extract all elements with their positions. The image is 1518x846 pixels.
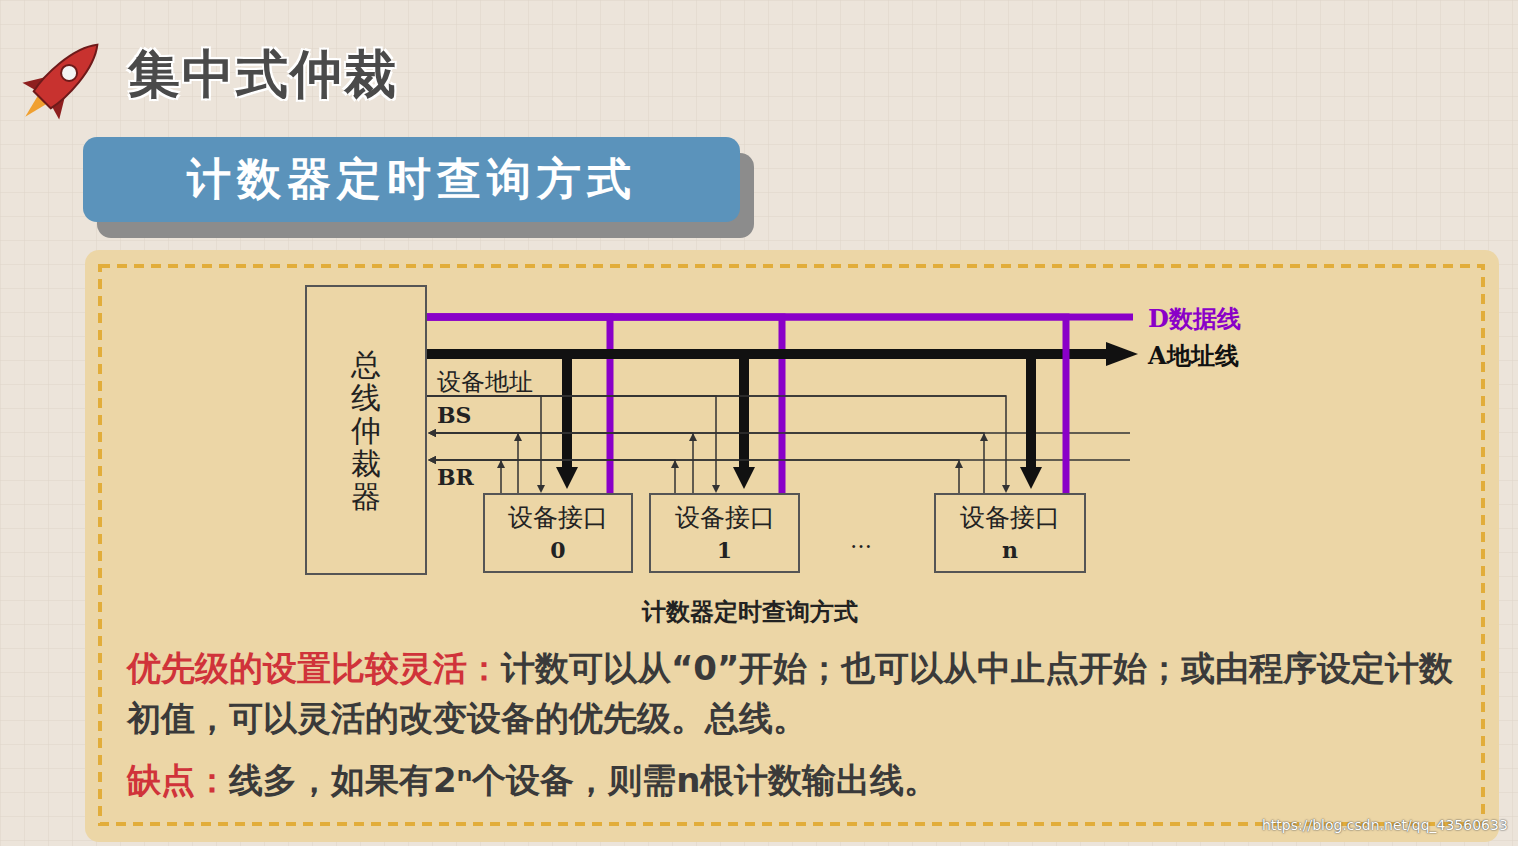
layout-shape — [427, 349, 1110, 359]
layout-shape — [514, 433, 522, 441]
device-number: 0 — [550, 535, 565, 566]
arbiter-box: 总线仲裁器 — [305, 285, 427, 575]
layout-shape — [980, 433, 988, 441]
signal-name: BR — [437, 464, 474, 490]
note-paragraph: 缺点：线多，如果有2ⁿ个设备，则需n根计数输出线。 — [127, 755, 1477, 805]
data-bus-connector — [427, 317, 1066, 493]
ellipsis-mark: … — [850, 528, 872, 553]
rocket-icon — [7, 26, 116, 135]
bus-name: D数据线 — [1148, 303, 1241, 335]
device-interface-box: 设备接口1 — [649, 493, 800, 573]
bus-name: A地址线 — [1148, 340, 1239, 372]
note-heading: 缺点： — [127, 760, 229, 800]
node-label: 设备接口 — [508, 500, 608, 535]
layout-shape — [429, 459, 1130, 461]
layout-shape — [955, 460, 963, 468]
bus-request-connector — [436, 460, 959, 493]
bus-busy-connector — [436, 433, 984, 493]
note-paragraph: 优先级的设置比较灵活：计数可以从“0”开始；也可以从中止点开始；或由程序设定计数… — [127, 643, 1477, 743]
slide-title: 集中式仲裁 — [128, 40, 398, 110]
figure-caption: 计数器定时查询方式 — [642, 596, 858, 628]
data-bus-connector — [427, 317, 610, 493]
device-address-connector — [427, 396, 1006, 485]
node-label: 设备接口 — [675, 500, 775, 535]
device-number: n — [1002, 535, 1018, 566]
layout-shape — [32, 35, 107, 110]
data-bus-connector — [427, 317, 782, 493]
address-bus-connector — [427, 354, 1031, 467]
bus-lines — [427, 317, 1138, 460]
watermark: https://blog.csdn.net/qq_43560633 — [1262, 817, 1508, 833]
layout-shape — [1106, 342, 1138, 366]
dashed-border — [100, 266, 1483, 824]
layout-shape — [497, 460, 505, 468]
bus-request-connector — [436, 460, 675, 493]
node-label: 总线仲裁器 — [351, 348, 381, 513]
device-interface-box: 设备接口0 — [483, 493, 633, 573]
bus-busy-connector — [436, 433, 693, 493]
layout-shape — [427, 317, 1066, 493]
layout-shape — [427, 314, 1133, 321]
address-bus-connector — [427, 354, 567, 467]
section-banner: 计数器定时查询方式 — [83, 137, 740, 222]
device-interface-box: 设备接口n — [934, 493, 1086, 573]
address-bus-connector — [427, 354, 744, 467]
note-text: 线多，如果有2ⁿ个设备，则需n根计数输出线。 — [229, 760, 938, 800]
content-panel — [85, 250, 1499, 842]
device-number: 1 — [717, 535, 732, 566]
node-label: 设备接口 — [960, 500, 1060, 535]
layout-shape — [671, 460, 679, 468]
bus-request-connector — [436, 460, 501, 493]
node-label: 计数器定时查询方式 — [187, 150, 637, 209]
layout-shape — [689, 433, 697, 441]
layout-shape — [58, 62, 81, 85]
note-heading: 优先级的设置比较灵活： — [127, 648, 501, 688]
layout-shape — [429, 432, 1130, 434]
signal-name: 设备地址 — [437, 366, 533, 398]
request-arrowheads — [497, 433, 988, 468]
bus-busy-connector — [436, 433, 518, 493]
signal-name: BS — [437, 402, 471, 428]
